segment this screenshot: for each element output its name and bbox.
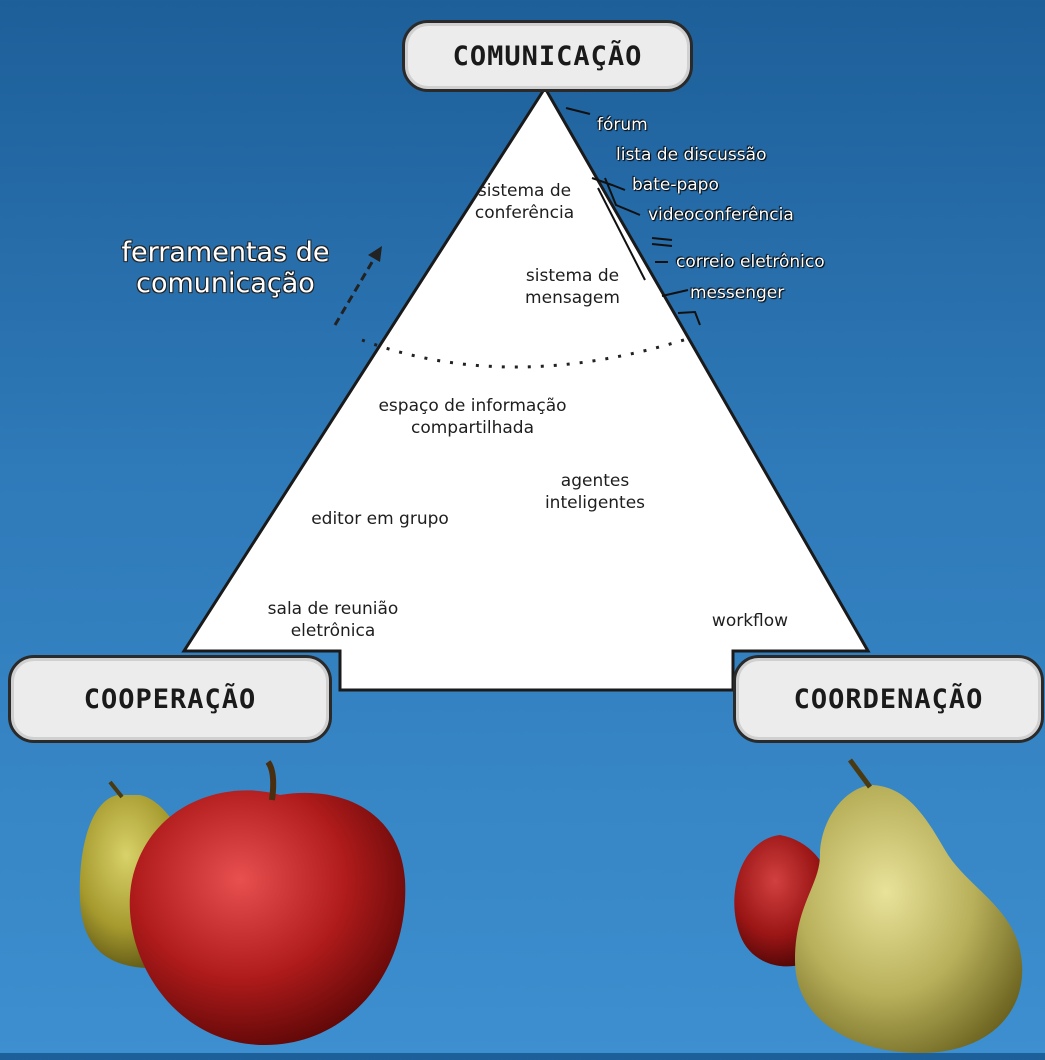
label-workflow: workflow [711, 611, 789, 631]
tool-chat: bate-papo [632, 175, 719, 195]
vertex-cooperation: COOPERAÇÃO [8, 655, 332, 743]
tools-arrow [333, 251, 380, 326]
vertex-communication: COMUNICAÇÃO [402, 20, 693, 92]
tools-label: ferramentas de comunicação [121, 237, 330, 299]
label-meeting-room: sala de reunião eletrônica [267, 599, 399, 641]
label-message-system: sistema de mensagem [525, 266, 620, 308]
label-group-editor: editor em grupo [311, 509, 449, 529]
vertex-coordination: COORDENAÇÃO [733, 655, 1044, 743]
tool-discussion-list: lista de discussão [616, 145, 767, 165]
tool-videoconference: videoconferência [648, 205, 794, 225]
tool-forum: fórum [597, 115, 648, 135]
dotted-separator [361, 336, 691, 369]
fruit-coordination-svg [734, 758, 1023, 1053]
label-conference-system: sistema de conferência [474, 181, 575, 223]
label-intelligent-agents: agentes inteligentes [544, 471, 646, 513]
tool-brackets [565, 107, 701, 326]
tools-arrow-head [368, 246, 382, 262]
fruit-cooperation-svg [79, 760, 406, 1045]
triangle [181, 85, 871, 692]
apple-icon [129, 760, 406, 1045]
pear-large-icon [795, 758, 1023, 1053]
tool-messenger: messenger [690, 283, 785, 303]
label-shared-info-space: espaço de informação compartilhada [378, 396, 567, 438]
tool-email: correio eletrônico [676, 252, 825, 272]
